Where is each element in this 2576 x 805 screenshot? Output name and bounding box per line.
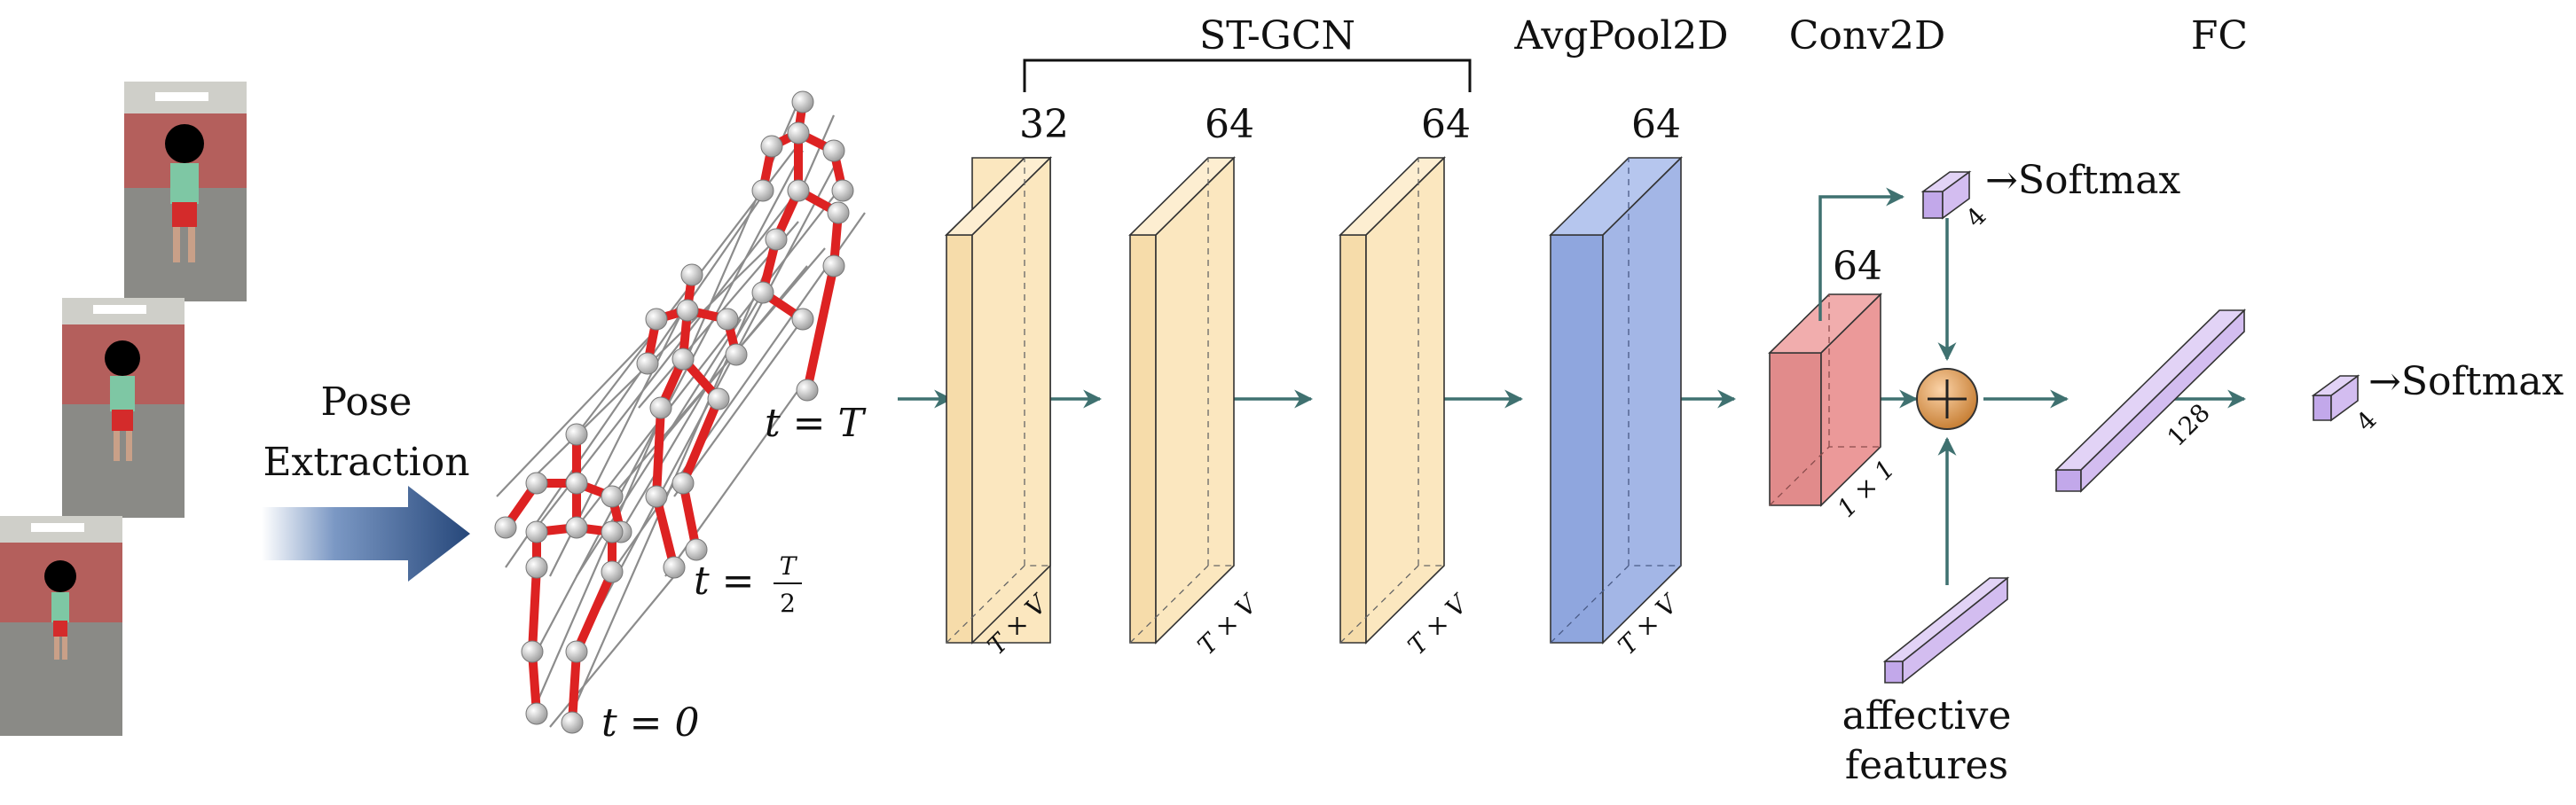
time-label-T: t = T <box>765 401 868 446</box>
avgpool-title: AvgPool2D <box>1513 13 1728 59</box>
softmax-top-label: →Softmax <box>1985 158 2180 203</box>
stgcn-block-1 <box>945 156 1052 645</box>
time-label-half-prefix: t = <box>694 559 755 604</box>
stgcn-bracket <box>1023 59 1472 92</box>
stgcn-dim-2: T × V <box>1192 588 1265 660</box>
stgcn-block-2 <box>1128 156 1236 645</box>
pose-extraction-arrow-icon <box>262 486 470 582</box>
sum-node-icon <box>1916 368 1978 430</box>
affective-features-bar <box>1882 576 2010 684</box>
time-label-half-num: T <box>780 551 798 581</box>
stgcn-channels-1: 32 <box>1019 102 1069 147</box>
pose-extraction-label-line2: Extraction <box>263 440 469 485</box>
time-label-zero: t = 0 <box>601 700 700 746</box>
top-output-cube <box>1920 170 1972 220</box>
input-frame-3 <box>0 516 122 736</box>
avgpool-channels: 64 <box>1631 102 1681 147</box>
time-label-half: t = T 2 <box>694 551 802 618</box>
stgcn-title: ST-GCN <box>1199 13 1355 59</box>
avgpool-block <box>1549 156 1683 645</box>
softmax-top-dim: 4 <box>1960 201 1992 233</box>
stgcn-channels-2: 64 <box>1205 102 1254 147</box>
top-branch-arrows <box>1818 187 1957 585</box>
stgcn-block-3 <box>1339 156 1446 645</box>
stgcn-channels-3: 64 <box>1421 102 1471 147</box>
fc-title: FC <box>2191 13 2248 59</box>
time-label-half-den: 2 <box>780 589 796 618</box>
input-frame-2 <box>62 298 185 518</box>
softmax-right-label: →Softmax <box>2368 359 2564 404</box>
input-frame-1 <box>124 82 247 301</box>
stgcn-dim-3: T × V <box>1402 588 1475 660</box>
conv-title: Conv2D <box>1789 13 1946 59</box>
affective-label-line1: affective <box>1842 693 2012 739</box>
fc-bar <box>2054 309 2246 493</box>
right-output-cube <box>2311 374 2360 422</box>
fc-dim: 128 <box>2162 398 2216 452</box>
conv-channels: 64 <box>1833 244 1882 289</box>
pose-extraction-label-line1: Pose <box>321 379 412 425</box>
fc-out-dim: 4 <box>2351 405 2383 437</box>
skeleton-graph <box>494 90 866 734</box>
affective-label-line2: features <box>1845 743 2008 788</box>
